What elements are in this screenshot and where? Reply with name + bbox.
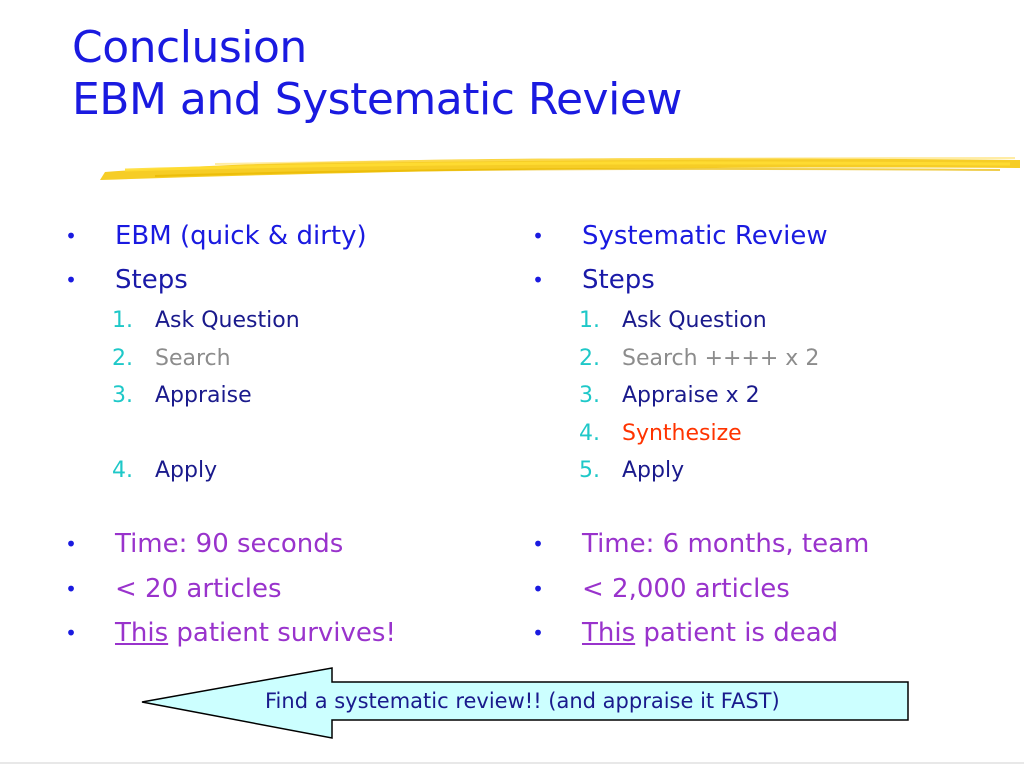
title-line-2: EBM and Systematic Review [72, 74, 682, 125]
bullet-icon: • [532, 268, 544, 292]
sr-outcome: • This patient is dead [522, 611, 972, 656]
title-highlight-stroke [100, 157, 1020, 180]
sr-step-4: 4. Synthesize [579, 420, 742, 446]
bullet-icon: • [65, 224, 77, 248]
ebm-outcome-emphasis: This [115, 618, 169, 648]
bullet-icon: • [532, 576, 544, 601]
sr-step-5: 5. Apply [579, 458, 685, 483]
bullet-icon: • [65, 576, 77, 601]
ebm-articles: • < 20 articles [55, 567, 505, 612]
bullet-icon: • [532, 621, 544, 645]
bullet-icon: • [65, 532, 77, 556]
sr-summary: • Time: 6 months, team • < 2,000 article… [522, 522, 972, 656]
sr-step-3: 3. Appraise x 2 [579, 383, 760, 408]
ebm-summary: • Time: 90 seconds • < 20 articles • Thi… [55, 522, 505, 656]
ebm-step-2: 2. Search [112, 345, 231, 371]
bullet-icon: • [532, 224, 544, 248]
sr-outcome-text: patient is dead [635, 618, 839, 648]
bullet-icon: • [65, 621, 77, 645]
slide-title: Conclusion EBM and Systematic Review [72, 22, 682, 126]
sr-articles: • < 2,000 articles [522, 567, 972, 612]
callout-text: Find a systematic review!! (and appraise… [265, 689, 780, 713]
ebm-step-4: 4. Apply [112, 458, 218, 483]
sr-heading: • Systematic Review [522, 214, 972, 258]
sr-outcome-emphasis: This [582, 618, 636, 648]
sr-time: • Time: 6 months, team [522, 522, 972, 567]
ebm-time: • Time: 90 seconds [55, 522, 505, 567]
ebm-step-1: 1. Ask Question [112, 308, 300, 333]
ebm-outcome-text: patient survives! [168, 618, 396, 648]
ebm-column: • EBM (quick & dirty) • Steps 1. Ask Que… [55, 214, 505, 490]
sr-step-1: 1. Ask Question [579, 308, 767, 333]
bullet-icon: • [532, 532, 544, 556]
sr-steps-label: • Steps [522, 258, 972, 302]
ebm-steps-label: • Steps [55, 258, 505, 302]
sr-step-2: 2. Search ++++ x 2 [579, 345, 820, 371]
title-line-1: Conclusion [72, 22, 307, 73]
slide-bottom-edge [0, 762, 1024, 764]
ebm-step-3: 3. Appraise [112, 383, 252, 408]
systematic-review-column: • Systematic Review • Steps 1. Ask Quest… [522, 214, 972, 490]
ebm-heading: • EBM (quick & dirty) [55, 214, 505, 258]
ebm-outcome: • This patient survives! [55, 611, 505, 656]
bullet-icon: • [65, 268, 77, 292]
ebm-step-gap [55, 415, 505, 453]
left-arrow-callout-shape [141, 667, 909, 739]
